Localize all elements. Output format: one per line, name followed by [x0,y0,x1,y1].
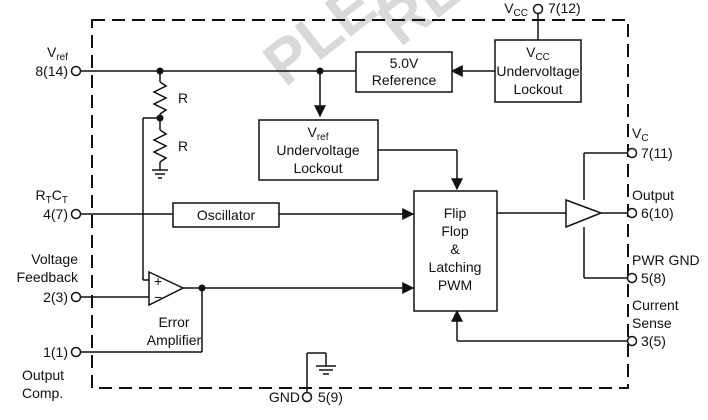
vref-uvlo-line-3: Lockout [293,160,342,176]
reference-line-2: Reference [372,72,437,88]
wires [80,14,628,392]
latch-line-2: Flop [441,223,468,239]
resistor-top-label: R [178,90,188,106]
output-pin-name: Output [632,187,674,203]
error-amp-line-2: Amplifier [147,332,202,348]
rtct-pin-name: RTCT [36,187,68,206]
voltage-feedback-pin-number: 2(3) [43,289,68,305]
output-comp-line-2: Comp. [22,385,63,401]
latch-line-4: Latching [429,259,482,275]
package-outline [91,19,629,389]
output-comp-pin-number: 1(1) [43,344,68,360]
vref-pin-number: 8(14) [35,63,68,79]
latch-line-3: & [450,241,460,257]
pwr-gnd-pin-number: 5(8) [641,270,666,286]
current-sense-pin-number: 3(5) [641,333,666,349]
vcc-pin-name: VCC [504,0,528,19]
vref-uvlo-line-1: Vref [307,124,328,143]
error-amp-minus: − [154,289,162,305]
output-comp-line-1: Output [22,367,64,383]
oscillator-label: Oscillator [197,207,256,223]
gnd-pin-name: GND [269,389,300,405]
vcc-uvlo-line-1: VCC [526,44,550,63]
junctions [156,67,324,292]
gnd-pin-number: 5(9) [318,389,343,405]
voltage-feedback-line-1: Voltage [31,251,78,267]
latch-line-1: Flip [444,205,467,221]
pin-terminals [70,3,638,403]
output-pin-number: 6(10) [641,205,674,221]
error-amp-plus: + [154,273,162,289]
current-sense-line-1: Current [632,297,679,313]
vref-pin-name: Vref [47,44,68,63]
vcc-pin-number: 7(12) [548,0,581,16]
vc-pin-number: 7(11) [641,145,673,161]
vcc-uvlo-line-3: Lockout [513,81,562,97]
blocks [148,39,604,312]
reference-line-1: 5.0V [390,55,419,71]
error-amp-line-1: Error [158,314,189,330]
resistor-bottom-label: R [178,138,188,154]
vref-uvlo-line-2: Undervoltage [276,142,359,158]
watermark-line-2: REF [366,0,506,59]
rtct-pin-number: 4(7) [43,206,68,222]
pwr-gnd-pin-name: PWR GND [632,252,700,268]
vc-pin-name: VC [632,125,649,144]
latch-line-5: PWM [438,277,472,293]
voltage-feedback-line-2: Feedback [17,269,79,285]
current-sense-line-2: Sense [632,315,672,331]
vcc-uvlo-line-2: Undervoltage [496,63,579,79]
